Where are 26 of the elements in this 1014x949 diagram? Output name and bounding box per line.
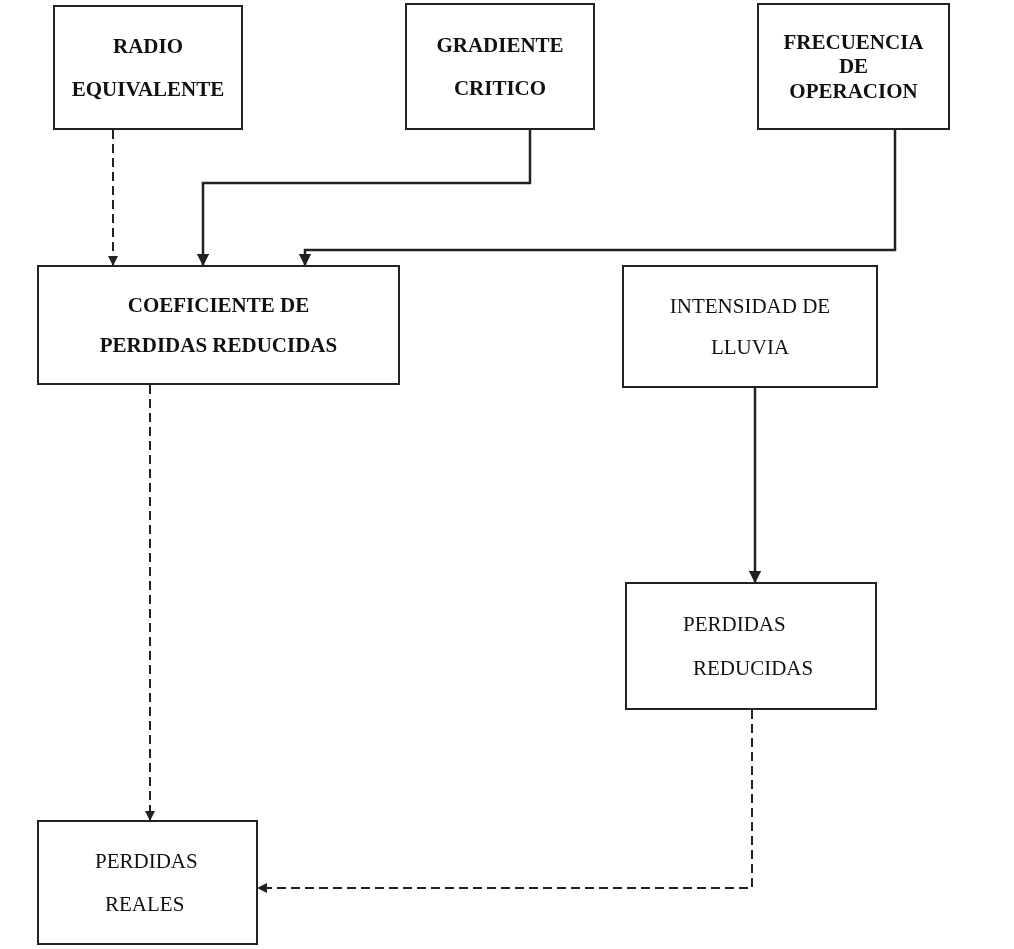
box-label: PERDIDAS REDUCIDAS [99,332,338,358]
process-box [53,5,243,130]
arrow [748,388,762,584]
process-box [625,582,877,710]
box-label: EQUIVALENTE [71,76,225,101]
box-label: PERDIDAS [94,849,198,874]
process-box [622,265,878,388]
box-label: COEFICIENTE DE [127,292,310,318]
box-label: LLUVIA [710,335,790,360]
arrow [196,130,532,267]
box-label: PERDIDAS [682,611,786,637]
box-label: FRECUENCIA DE OPERACION [782,30,925,103]
arrow [145,384,155,821]
box-label: INTENSIDAD DE [669,293,831,318]
arrow [108,129,118,266]
box-label: GRADIENTE [436,32,564,57]
box-label: REALES [104,891,185,916]
box-label: CRITICO [453,76,547,101]
process-box [37,265,400,385]
process-box [37,820,258,945]
process-box [405,3,595,130]
process-box [757,3,950,130]
box-label: REDUCIDAS [692,655,814,681]
arrow [298,130,897,267]
box-label: RADIO [113,34,183,59]
arrow [257,709,753,893]
